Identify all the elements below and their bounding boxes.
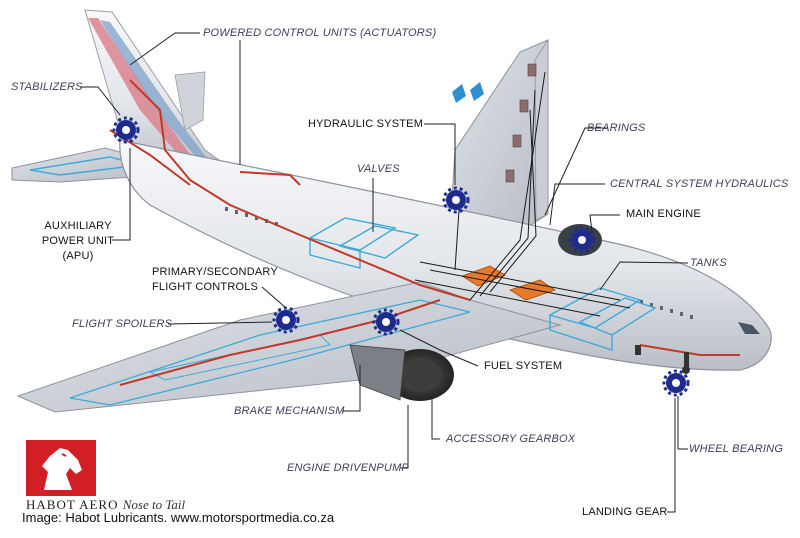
label-apu-line1: AUXHILIARY (44, 220, 112, 232)
label-flight-controls-line2: FLIGHT CONTROLS (152, 281, 259, 293)
habot-logo (26, 440, 96, 496)
label-central-system-hydraulics: CENTRAL SYSTEM HYDRAULICS (610, 178, 789, 190)
label-main-engine: MAIN ENGINE (626, 208, 701, 220)
label-hydraulic-system: HYDRAULIC SYSTEM (308, 118, 424, 130)
image-credit: Image: Habot Lubricants. www.motorsportm… (22, 510, 335, 525)
wing-actuators (505, 63, 537, 183)
label-bearings: BEARINGS (587, 122, 646, 134)
label-valves: VALVES (357, 163, 400, 175)
gear-icon (276, 310, 296, 330)
label-apu-line3: (APU) (62, 250, 94, 262)
brand-tagline: Nose to Tail (122, 497, 186, 512)
label-landing-gear: LANDING GEAR (582, 506, 668, 518)
label-flight-controls-line1: PRIMARY/SECONDARY (152, 266, 278, 278)
gear-icon (666, 373, 686, 393)
wing-tank-outline (69, 299, 471, 406)
label-flight-spoilers: FLIGHT SPOILERS (72, 318, 173, 330)
landing-gear (635, 345, 690, 374)
label-accessory-gearbox: ACCESSORY GEARBOX (446, 433, 576, 445)
fuselage (119, 139, 772, 371)
label-stabilizers: STABILIZERS (11, 81, 83, 93)
gear-icon (572, 230, 592, 250)
far-spoilers (452, 82, 484, 103)
brand-name: HABOT AERO (26, 497, 119, 512)
hydraulic-lines (109, 79, 740, 386)
label-apu-line2: POWER UNIT (41, 235, 115, 247)
far-wing-flap-edge (534, 38, 549, 221)
tail-fin-small (174, 71, 206, 131)
cockpit-windows (738, 322, 760, 334)
horse-head-icon (26, 440, 96, 496)
label-tanks: TANKS (690, 257, 727, 269)
label-fuel-system: FUEL SYSTEM (484, 360, 563, 372)
gear-icon (116, 120, 136, 140)
label-wheel-bearing: WHEEL BEARING (689, 443, 784, 455)
near-wing (16, 281, 562, 413)
gear-icon (376, 312, 396, 332)
system-wires (414, 71, 631, 317)
label-engine-drivenpump: ENGINE DRIVENPUMP (287, 462, 409, 474)
gear-icon (446, 190, 466, 210)
gear-icons (116, 120, 686, 393)
gear-teeth (112, 116, 690, 397)
near-engine (349, 344, 454, 401)
tail-stripe-blue (100, 20, 210, 164)
leader-lines (80, 32, 689, 513)
label-powered-control-units: POWERED CONTROL UNITS (ACTUATORS) (203, 27, 437, 39)
label-brake-mechanism: BRAKE MECHANISM (234, 405, 345, 417)
brand-line: HABOT AERO Nose to Tail (26, 497, 185, 513)
